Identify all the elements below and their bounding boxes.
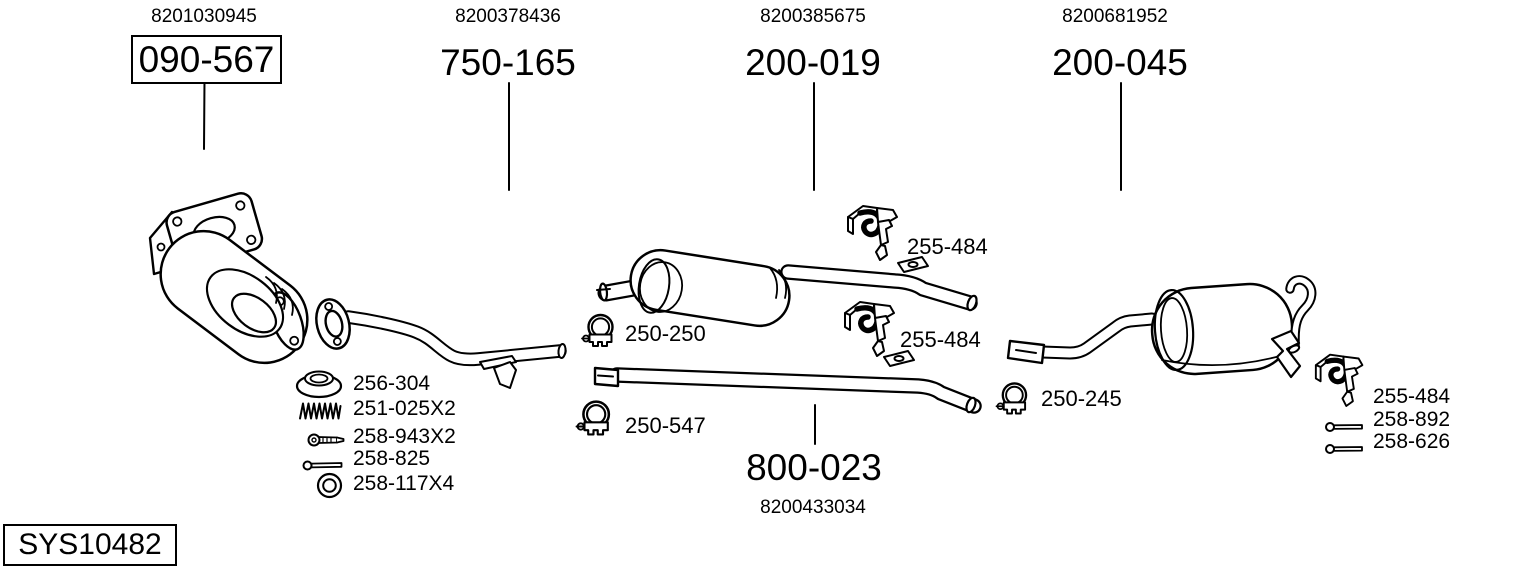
rear-muffler-drawing xyxy=(1006,275,1317,379)
part-number: 200-045 xyxy=(1052,42,1188,83)
part-number: 200-019 xyxy=(745,42,881,83)
part-number: 255-484 xyxy=(900,327,981,352)
bracket-icon xyxy=(493,361,517,389)
oem-number: 8200681952 xyxy=(1062,6,1168,27)
part-number: 255-484 xyxy=(907,234,988,259)
part-number: 251-025X2 xyxy=(353,397,456,420)
system-code-box: SYS10482 xyxy=(3,524,177,566)
clamp-icon xyxy=(575,400,611,436)
part-number: 258-117X4 xyxy=(353,472,455,495)
bolt-icon xyxy=(302,460,343,471)
bolt-icon xyxy=(1325,422,1363,432)
part-number: 090-567 xyxy=(138,38,275,80)
front-pipe-drawing xyxy=(315,298,567,389)
part-number: 258-943X2 xyxy=(353,425,456,448)
part-number: 750-165 xyxy=(440,42,576,83)
part-number: 258-825 xyxy=(353,447,431,470)
gasket-ring-icon xyxy=(295,370,343,399)
center-pipe-drawing xyxy=(593,350,982,414)
center-muffler-drawing xyxy=(596,248,978,328)
oem-number: 8200433034 xyxy=(760,497,866,518)
part-number: 250-250 xyxy=(625,321,706,346)
pipe-tab-icon xyxy=(897,256,929,273)
bracket-icon xyxy=(479,355,517,370)
leader-line xyxy=(203,79,206,150)
bracket-icon xyxy=(1270,329,1302,379)
spring-icon xyxy=(299,402,342,420)
clamp-icon xyxy=(995,382,1028,415)
oem-number: 8200378436 xyxy=(455,6,561,27)
part-number: 250-245 xyxy=(1041,386,1122,411)
pipe-tab-icon xyxy=(883,350,915,367)
washer-icon xyxy=(316,472,343,499)
part-number: 800-023 xyxy=(746,447,882,488)
oem-number: 8200385675 xyxy=(760,6,866,27)
bolt-icon xyxy=(307,433,345,447)
bolt-icon xyxy=(1325,444,1363,454)
part-number: 258-626 xyxy=(1373,430,1451,453)
hanger-icon xyxy=(848,206,897,260)
oem-number: 8201030945 xyxy=(151,6,257,27)
hanger-icon xyxy=(845,302,894,356)
part-number: 250-547 xyxy=(625,413,706,438)
part-number: 258-892 xyxy=(1373,408,1451,431)
part-number: 255-484 xyxy=(1373,385,1451,408)
catalytic-converter-drawing xyxy=(148,192,309,365)
hanger-icon xyxy=(1316,355,1363,406)
clamp-icon xyxy=(580,313,614,348)
part-number: 256-304 xyxy=(353,372,431,395)
system-code: SYS10482 xyxy=(18,528,162,561)
part-number-box: 090-567 xyxy=(131,35,282,84)
